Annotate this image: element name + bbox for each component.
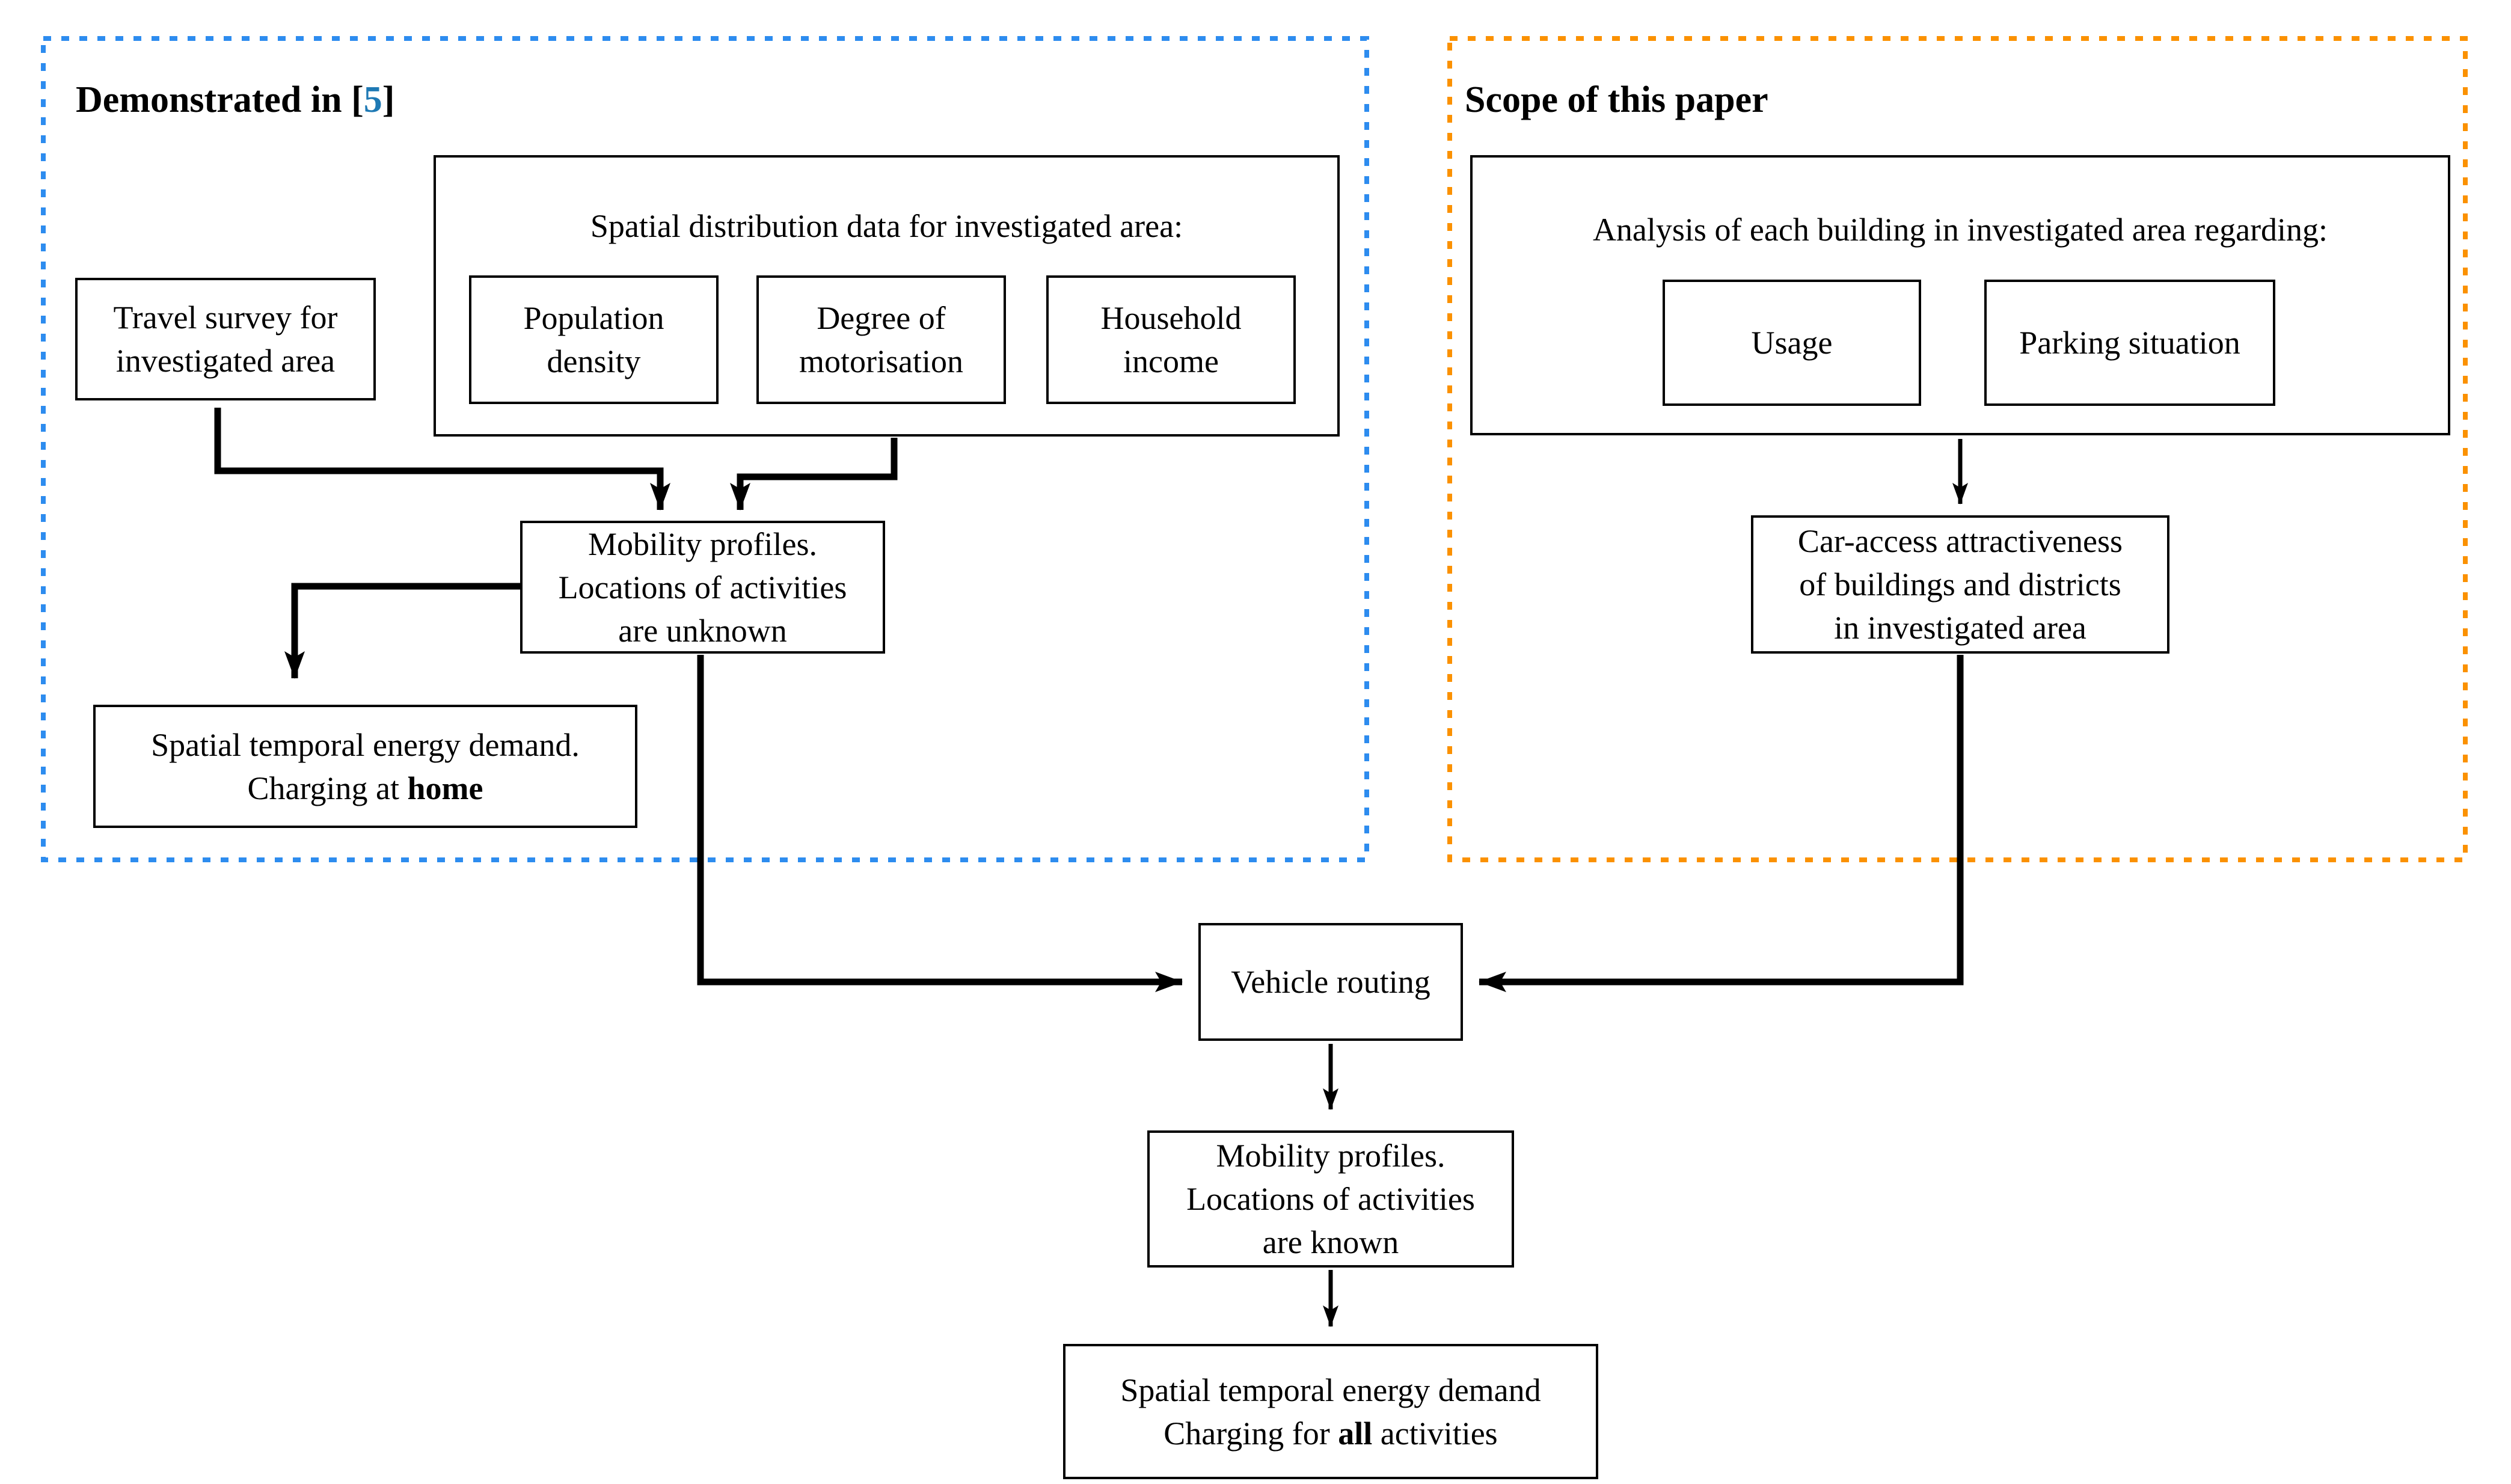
box-line: are known — [1262, 1224, 1399, 1260]
analysis-group-box: Analysis of each building in investigate… — [1470, 155, 2450, 435]
charging-for-text: Charging for — [1164, 1415, 1338, 1452]
box-line: Spatial temporal energy demand. — [151, 726, 580, 763]
box-line: Mobility profiles. — [588, 526, 817, 562]
box-line: motorisation — [799, 343, 963, 379]
all-bold-text: all — [1338, 1415, 1373, 1452]
box-line: of buildings and districts — [1799, 566, 2121, 602]
box-line: Degree of — [817, 300, 946, 336]
usage-box: Usage — [1663, 280, 1921, 406]
spatial-distribution-group-title: Spatial distribution data for investigat… — [590, 208, 1183, 244]
vehicle-routing-box: Vehicle routing — [1198, 923, 1463, 1041]
charging-at-text: Charging at — [247, 770, 408, 806]
arrow-travel-survey-to-mobility-unknown — [214, 408, 670, 511]
analysis-group-title: Analysis of each building in investigate… — [1592, 212, 2328, 248]
car-access-attractiveness-box: Car-access attractiveness of buildings a… — [1751, 515, 2169, 654]
box-line: income — [1123, 343, 1219, 379]
box-line: Population — [523, 300, 664, 336]
demonstrated-header-bracket: ] — [382, 79, 395, 120]
box-line: Charging for all activities — [1164, 1412, 1497, 1455]
arrow-mobility-unknown-to-energy-home — [284, 583, 522, 679]
box-line: Household — [1100, 300, 1242, 336]
demonstrated-header: Demonstrated in [5] — [76, 79, 394, 120]
demonstrated-panel-border — [41, 36, 1369, 862]
box-line: Car-access attractiveness — [1797, 523, 2123, 559]
box-line: Travel survey for — [113, 299, 338, 336]
degree-of-motorisation-box: Degree of motorisation — [756, 275, 1006, 404]
mobility-profiles-known-box: Mobility profiles. Locations of activiti… — [1147, 1130, 1514, 1268]
arrow-spatial-distribution-to-mobility-unknown — [730, 438, 898, 511]
box-line: in investigated area — [1834, 610, 2086, 646]
box-line: density — [547, 343, 641, 379]
population-density-box: Population density — [469, 275, 719, 404]
box-line: Mobility profiles. — [1216, 1138, 1446, 1174]
box-line: Locations of activities — [1186, 1181, 1475, 1217]
energy-demand-all-box: Spatial temporal energy demand Charging … — [1063, 1344, 1598, 1479]
box-line: Usage — [1751, 325, 1833, 361]
arrow-mobility-unknown-to-vehicle-routing — [697, 655, 1183, 992]
box-line: are unknown — [618, 612, 787, 649]
box-line: Spatial temporal energy demand — [1120, 1372, 1541, 1408]
energy-demand-home-box: Spatial temporal energy demand. Charging… — [93, 705, 637, 828]
citation-5: 5 — [363, 79, 382, 120]
household-income-box: Household income — [1046, 275, 1296, 404]
box-line: Locations of activities — [558, 569, 847, 606]
scope-header: Scope of this paper — [1465, 79, 1768, 120]
arrow-car-access-to-vehicle-routing — [1479, 655, 1964, 992]
travel-survey-box: Travel survey for investigated area — [75, 278, 376, 400]
home-bold-text: home — [407, 770, 483, 806]
box-line: Vehicle routing — [1231, 964, 1430, 1000]
spatial-distribution-group-box: Spatial distribution data for investigat… — [434, 155, 1340, 437]
parking-situation-box: Parking situation — [1984, 280, 2275, 406]
scope-panel-border — [1447, 36, 2468, 862]
demonstrated-header-text: Demonstrated in [ — [76, 79, 364, 120]
charging-for-suffix: activities — [1372, 1415, 1498, 1452]
box-line: Charging at home — [248, 767, 483, 810]
box-line: investigated area — [115, 343, 336, 379]
mobility-profiles-unknown-box: Mobility profiles. Locations of activiti… — [520, 521, 885, 654]
box-line: Parking situation — [2019, 325, 2240, 361]
